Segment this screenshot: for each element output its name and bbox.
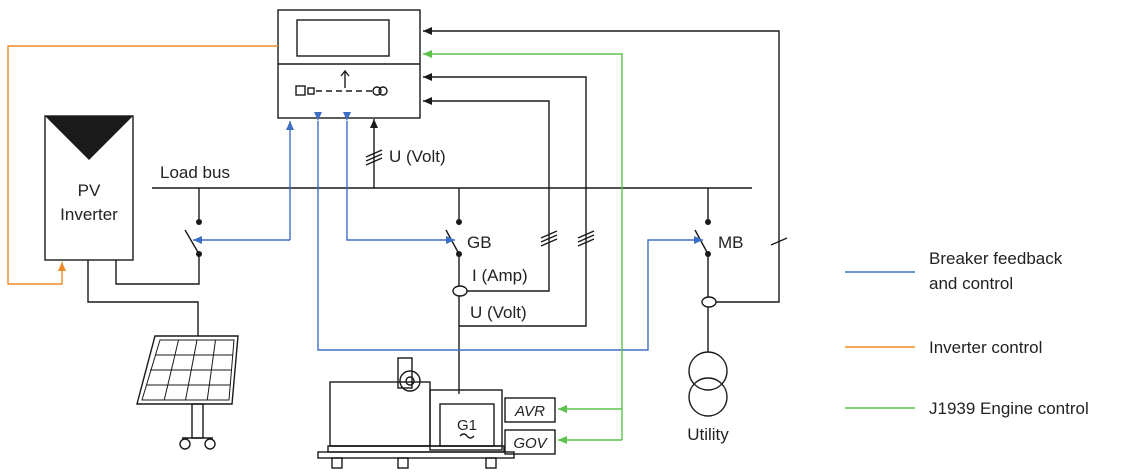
inverter-control-line bbox=[7, 45, 278, 285]
controller-unit bbox=[277, 9, 421, 119]
utility-label: Utility bbox=[687, 425, 729, 444]
legend: Breaker feedback and control Inverter co… bbox=[845, 249, 1089, 418]
mb-label: MB bbox=[718, 233, 744, 252]
engine-control-line bbox=[423, 50, 623, 440]
load-bus-label: Load bus bbox=[160, 163, 230, 182]
legend-engine-label: J1939 Engine control bbox=[929, 399, 1089, 418]
gen-voltage-line bbox=[423, 73, 587, 327]
single-phase-mark bbox=[770, 237, 788, 246]
avr-box: AVR bbox=[504, 397, 556, 423]
gov-box: GOV bbox=[504, 429, 556, 455]
gb-label: GB bbox=[467, 233, 492, 252]
avr-label: AVR bbox=[514, 403, 545, 420]
mains-measurement-line bbox=[423, 27, 780, 303]
controller-mimic-icon bbox=[295, 69, 388, 96]
u-volt-gen-label: U (Volt) bbox=[470, 303, 527, 322]
inverter-label: Inverter bbox=[60, 205, 118, 224]
i-amp-label: I (Amp) bbox=[472, 266, 528, 285]
utility-transformer bbox=[688, 351, 728, 417]
gov-label: GOV bbox=[513, 435, 548, 452]
mains-breaker bbox=[694, 188, 717, 352]
pv-label: PV bbox=[78, 181, 101, 200]
g1-label: G1 bbox=[457, 417, 477, 434]
pv-breaker bbox=[115, 188, 202, 285]
breaker-feedback-line-mb bbox=[314, 112, 703, 351]
legend-breaker-line1: Breaker feedback bbox=[929, 249, 1063, 268]
breaker-feedback-line-gb bbox=[343, 112, 455, 244]
legend-inverter-label: Inverter control bbox=[929, 338, 1042, 357]
gen-current-line bbox=[423, 97, 550, 292]
legend-breaker-line2: and control bbox=[929, 274, 1013, 293]
controller-display bbox=[296, 19, 390, 57]
solar-panel bbox=[87, 260, 239, 450]
generator-breaker bbox=[445, 188, 468, 394]
pv-inverter: PV Inverter bbox=[44, 115, 134, 261]
u-volt-bus-label: U (Volt) bbox=[389, 147, 446, 166]
genset: G1 bbox=[317, 357, 515, 469]
